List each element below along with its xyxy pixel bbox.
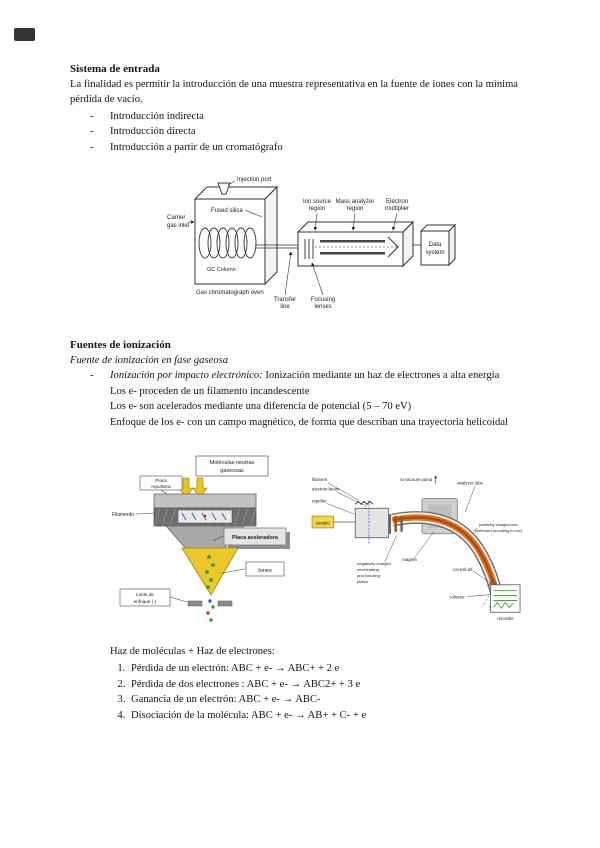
detail-potencial: Los e- son acelerados mediante una difer… [110, 401, 412, 413]
bullet-introduccion-indirecta: Introducción indirecta [90, 109, 536, 125]
label-recorder: recorder [497, 616, 514, 621]
label-filament: filament [312, 477, 328, 482]
label-lente-1: Lente de [136, 592, 154, 597]
label-injection-port: Injection port [237, 177, 272, 183]
label-ion-source-1: Ion source [303, 199, 332, 205]
gc-oven [193, 185, 279, 286]
data-system-box [419, 223, 457, 267]
label-electron-beam: electron beam [312, 487, 340, 492]
impacto-text: Ionización mediante un haz de electrones… [265, 370, 500, 382]
figure-ei-source-es: Moléculas neutras gaseosas Placa repulso… [112, 455, 290, 622]
label-electron-multiplier-1: Electron [386, 199, 408, 205]
subheading-fase-gaseosa: Fuente de ionización en fase gaseosa [70, 355, 228, 367]
detail-filamento: Los e- proceden de un filamento incandes… [110, 385, 310, 397]
entrada-bullet-list: Introducción indirecta Introducción dire… [70, 109, 536, 156]
neutral-molecules-box [195, 455, 269, 477]
label-repeller-2: repulsora [151, 484, 171, 489]
label-data-2: system [425, 250, 444, 256]
bullet-impacto-electronico: Ionización por impacto electrónico: Ioni… [90, 368, 536, 384]
ms-chamber [296, 220, 415, 268]
heading-sistema-entrada: Sistema de entrada [70, 63, 160, 75]
label-plates-3: and focusing [357, 573, 380, 578]
label-ion-exit-slit: ion exit slit [453, 567, 473, 572]
label-neutral-2: gaseosas [220, 468, 244, 474]
document-content: Sistema de entrada La finalidad es permi… [70, 62, 536, 723]
publisher-logo [14, 28, 35, 41]
label-transfer-1: Transfer [274, 297, 296, 303]
label-repeller: repeller [312, 498, 327, 503]
reaccion-ganancia-electron: Ganancia de un electrón: ABC + e- → ABC- [128, 692, 536, 707]
label-neutral-1: Moléculas neutras [210, 460, 255, 466]
injection-port-part [217, 180, 236, 195]
reaccion-text: Ganancia de un electrón: ABC + e- → ABC- [131, 694, 321, 706]
ion-cone [181, 547, 239, 596]
reaccion-text: Pérdida de dos electrones : ABC + e- → A… [131, 678, 361, 690]
label-iones: Iones [258, 568, 272, 574]
label-carrier-1: Carrier [167, 215, 185, 221]
label-oven: Gas chromatograph oven [196, 290, 264, 296]
reaccion-perdida-dos-electrones: Pérdida de dos electrones : ABC + e- → A… [128, 677, 536, 692]
label-ion-source-2: region [309, 206, 326, 212]
sample-box [311, 515, 335, 529]
haz-intro: Haz de moléculas + Haz de electrones: [110, 646, 275, 658]
fuentes-bullet-list: Ionización por impacto electrónico: Ioni… [70, 368, 536, 384]
label-pos-ions-2: (deflected according to m/z) [475, 529, 523, 533]
reaccion-disociacion: Disociación de la molécula: ABC + e- → A… [128, 708, 536, 723]
iones-label-box [245, 561, 285, 577]
bullet-introduccion-cromatografo: Introducción a partir de un cromatógrafo [90, 140, 536, 156]
label-carrier-2: gas inlet [167, 223, 190, 229]
bullet-text: Introducción directa [110, 126, 196, 138]
reaccion-text: Disociación de la molécula: ABC + e- → A… [131, 709, 367, 721]
figure-gcms-image: Injection port Fused silica Carrier gas … [167, 177, 457, 310]
ion-source-assembly [354, 500, 403, 544]
heading-fuentes-ionizacion: Fuentes de ionización [70, 339, 171, 352]
reacciones-list: Pérdida de un electrón: ABC + e- → ABC+ … [110, 661, 536, 723]
label-magnet: magnet [402, 557, 417, 562]
label-fused-silica: Fused silica [211, 208, 243, 214]
label-repeller-1: Placa [155, 478, 167, 483]
ms-internals [304, 236, 399, 260]
ionization-figures-row: Moléculas neutras gaseosas Placa repulso… [110, 454, 536, 626]
intro-paragraph: La finalidad es permitir la introducción… [70, 79, 519, 106]
label-electron-multiplier-2: multiplier [385, 206, 409, 212]
label-filamento: Filamento [112, 512, 134, 518]
focus-lens-plates [187, 600, 233, 607]
reaccion-text: Pérdida de un electrón: ABC + e- → ABC+ … [131, 663, 340, 675]
label-data-1: Data [429, 242, 442, 248]
bullet-text: Introducción a partir de un cromatógrafo [110, 141, 283, 153]
figure-gcms: Injection port Fused silica Carrier gas … [165, 167, 536, 322]
reaccion-perdida-un-electron: Pérdida de un electrón: ABC + e- → ABC+ … [128, 661, 536, 676]
label-focusing-1: Focusing [311, 297, 335, 303]
label-mass-analyzer-1: Mass analyzer [336, 199, 375, 205]
label-pos-ions-1: positively charged ions [479, 523, 518, 527]
ion-stream [205, 555, 215, 622]
transfer-line-part [255, 244, 298, 249]
label-mass-analyzer-2: region [347, 206, 364, 212]
gc-column-coil [198, 227, 257, 259]
detail-campo-magnetico: Enfoque de los e- con un campo magnético… [110, 416, 508, 428]
label-plates-1: negatively charged [357, 561, 391, 566]
lens-label-box [119, 588, 171, 607]
label-collector: collector [449, 595, 465, 600]
label-plates-4: plates [357, 579, 368, 584]
label-plates-2: accelerating [357, 567, 379, 572]
impacto-title: Ionización por impacto electrónico: [110, 370, 263, 382]
label-transfer-2: line [280, 304, 290, 310]
label-gc-column: GC Column [207, 267, 236, 273]
label-to-vacuum-pump: to vacuum pump [400, 477, 432, 482]
figure-ei-source-en: sample filament electron beam repeller t… [311, 475, 523, 621]
recorder-device [490, 584, 521, 613]
bullet-introduccion-directa: Introducción directa [90, 124, 536, 140]
label-focusing-2: lenses [314, 304, 331, 310]
label-analyzer-tube: analyzer tube [457, 481, 483, 486]
label-placa-aceleradora: Placa aceleradora [232, 535, 279, 541]
label-lente-2: enfoque (-) [134, 599, 157, 604]
accel-plate-box [212, 527, 290, 550]
label-sample: sample [316, 521, 330, 526]
bullet-text: Introducción indirecta [110, 110, 204, 122]
